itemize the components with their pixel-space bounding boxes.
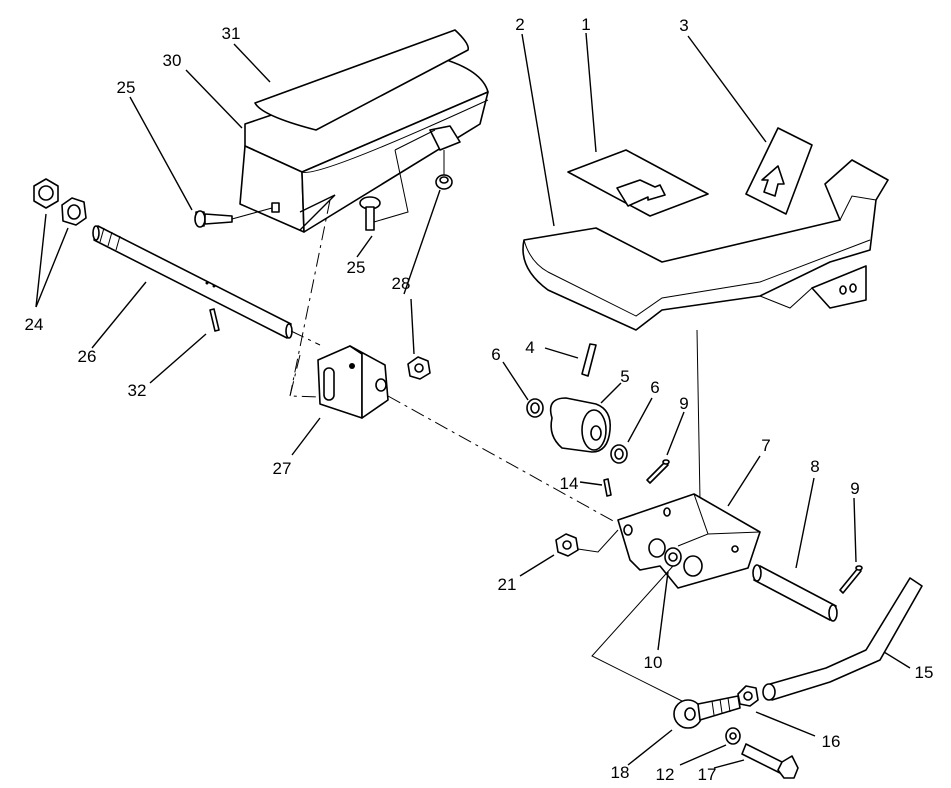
axis-line-bracket-to-clevis bbox=[387, 395, 616, 523]
bolt-part-17 bbox=[741, 743, 799, 779]
roller-part-5 bbox=[549, 397, 612, 453]
washer-part-12 bbox=[725, 727, 741, 745]
callout-12: 12 bbox=[656, 765, 675, 784]
decal-part-3 bbox=[745, 127, 813, 215]
clevis-pin-part-8 bbox=[752, 564, 838, 622]
rod-part-15 bbox=[762, 577, 923, 701]
callout-5: 5 bbox=[620, 367, 629, 386]
nut-part-28b bbox=[407, 356, 431, 380]
clevis-bracket-part-7 bbox=[617, 493, 761, 589]
bracket-part-27 bbox=[289, 345, 389, 419]
callout-9: 9 bbox=[679, 394, 688, 413]
callout-labels: 31 30 25 25 28 24 26 32 27 2 1 3 6 4 5 6… bbox=[25, 15, 934, 784]
bolt-part-25a bbox=[194, 207, 273, 228]
pedal-part-2 bbox=[522, 159, 889, 331]
bolt-part-25b bbox=[359, 149, 409, 231]
callout-8: 8 bbox=[810, 457, 819, 476]
axis-line-pedal-to-clevis bbox=[696, 329, 701, 501]
cotter-pin-part-9b bbox=[839, 565, 863, 594]
callout-15: 15 bbox=[915, 663, 934, 682]
callout-27: 27 bbox=[273, 459, 292, 478]
axis-line-clevis-to-rod-end bbox=[591, 565, 689, 705]
callout-4: 4 bbox=[525, 338, 534, 357]
nut-part-21 bbox=[555, 529, 619, 557]
pivot-shaft-part-26 bbox=[92, 225, 321, 346]
callout-24: 24 bbox=[25, 315, 44, 334]
rod-end-part-18 bbox=[673, 695, 741, 729]
callout-1: 1 bbox=[581, 15, 590, 34]
axis-line-housing-to-bracket bbox=[289, 199, 331, 397]
pin-part-14 bbox=[603, 478, 612, 497]
callout-30: 30 bbox=[163, 51, 182, 70]
callout-31: 31 bbox=[222, 24, 241, 43]
callout-21: 21 bbox=[498, 575, 517, 594]
callout-17: 17 bbox=[698, 765, 717, 784]
pedal-housing-part-30 bbox=[239, 57, 489, 233]
callout-16: 16 bbox=[822, 732, 841, 751]
pedal-pad-part-31 bbox=[254, 29, 470, 131]
callout-6: 6 bbox=[491, 345, 500, 364]
bushing-part-10 bbox=[648, 538, 682, 567]
cotter-pin-part-9a bbox=[646, 459, 670, 484]
washer-part-6b bbox=[610, 444, 628, 464]
callout-14: 14 bbox=[560, 474, 579, 493]
callout-9: 9 bbox=[850, 479, 859, 498]
callout-10: 10 bbox=[644, 653, 663, 672]
callout-3: 3 bbox=[679, 16, 688, 35]
washer-part-6a bbox=[526, 398, 544, 418]
pin-part-4 bbox=[581, 343, 597, 377]
nut-part-28a bbox=[435, 150, 453, 190]
callout-25: 25 bbox=[117, 78, 136, 97]
jam-nut-part-16 bbox=[737, 685, 759, 707]
roll-pin-part-32 bbox=[209, 308, 220, 332]
callout-26: 26 bbox=[78, 347, 97, 366]
decal-part-1 bbox=[567, 149, 709, 217]
callout-6: 6 bbox=[650, 378, 659, 397]
leader-lines bbox=[35, 32, 911, 769]
nut-part-24b bbox=[61, 197, 87, 226]
nut-part-24a bbox=[33, 178, 59, 209]
callout-7: 7 bbox=[761, 436, 770, 455]
callout-32: 32 bbox=[128, 381, 147, 400]
callout-2: 2 bbox=[515, 15, 524, 34]
callout-28: 28 bbox=[392, 274, 411, 293]
callout-25: 25 bbox=[347, 258, 366, 277]
callout-18: 18 bbox=[611, 763, 630, 782]
